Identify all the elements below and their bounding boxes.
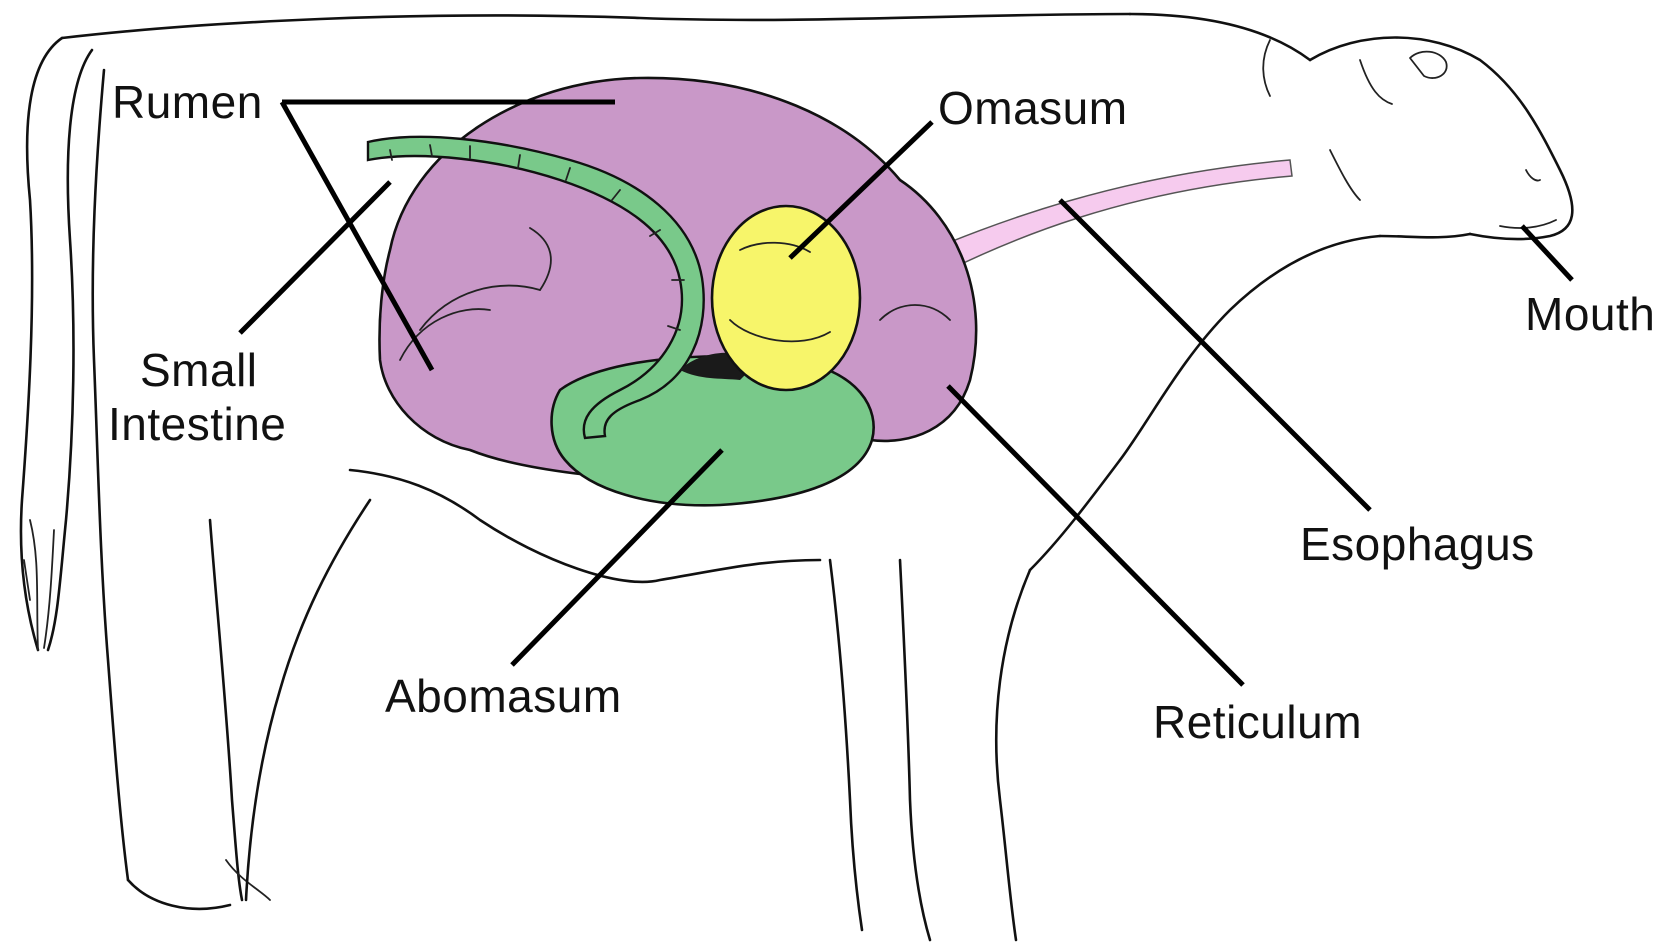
label-small-intestine-line2: Intestine xyxy=(108,398,286,450)
label-reticulum: Reticulum xyxy=(1153,696,1362,748)
mouth-leader xyxy=(1522,226,1572,280)
label-small-intestine-line1: Small xyxy=(140,344,258,396)
esophagus-leader xyxy=(1060,200,1370,510)
label-rumen: Rumen xyxy=(112,76,263,128)
label-esophagus: Esophagus xyxy=(1300,518,1535,570)
omasum-organ xyxy=(712,206,860,390)
label-abomasum: Abomasum xyxy=(385,670,622,722)
reticulum-leader xyxy=(948,386,1243,685)
label-mouth: Mouth xyxy=(1525,288,1655,340)
label-omasum: Omasum xyxy=(938,82,1128,134)
